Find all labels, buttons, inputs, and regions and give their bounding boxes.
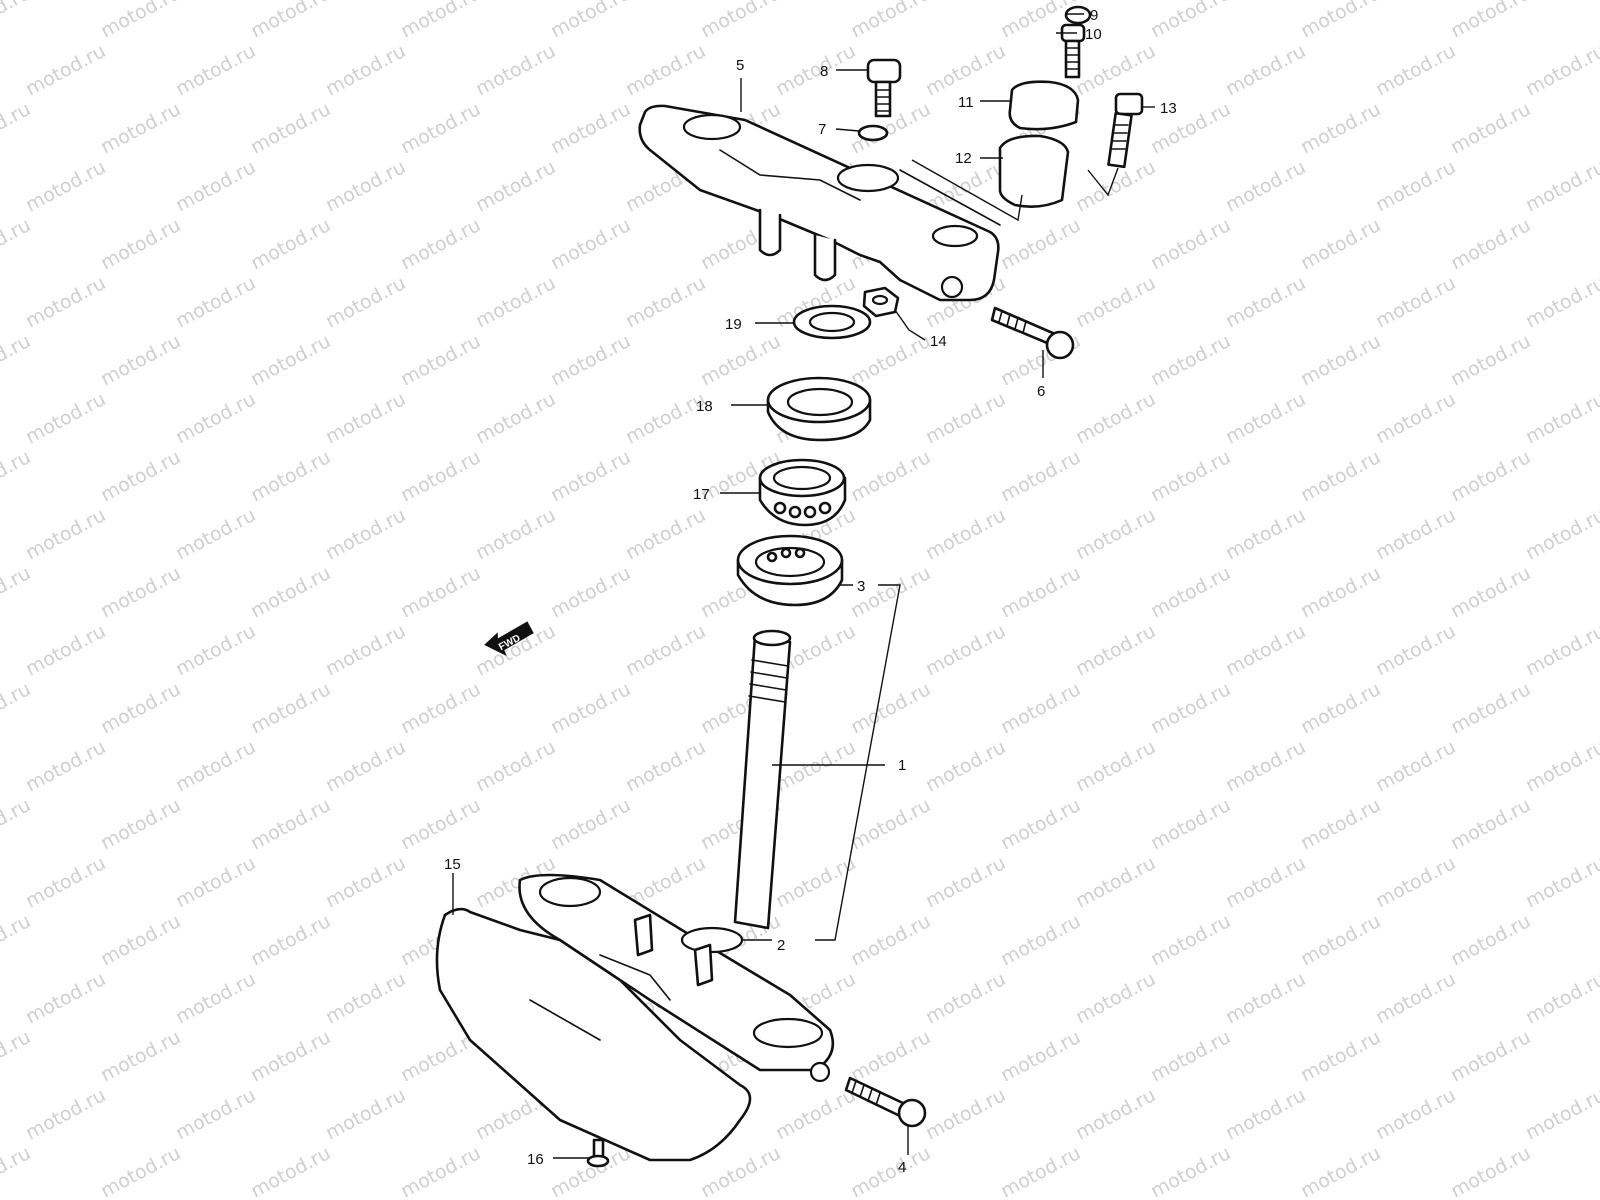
callout-12: 12 <box>955 150 972 167</box>
callout-16: 16 <box>527 1151 544 1168</box>
upper-bearing-17[interactable] <box>758 458 847 527</box>
handlebar-holder-lower-12[interactable] <box>998 134 1070 208</box>
ring-nut-19[interactable] <box>792 304 872 340</box>
dust-seal-18[interactable] <box>766 376 872 442</box>
upper-bracket[interactable] <box>638 104 1001 302</box>
bolt-8[interactable] <box>866 58 902 118</box>
screw-16[interactable] <box>586 1138 610 1168</box>
callout-3: 3 <box>857 578 865 595</box>
callout-4: 4 <box>898 1159 906 1176</box>
callout-6: 6 <box>1037 383 1045 400</box>
callout-17: 17 <box>693 486 710 503</box>
bolt-4[interactable] <box>844 1076 927 1128</box>
callout-7: 7 <box>818 121 826 138</box>
callout-8: 8 <box>820 63 828 80</box>
leader-lines <box>452 13 1155 1159</box>
lower-bearing-3[interactable] <box>736 534 844 607</box>
nut-14[interactable] <box>862 286 900 318</box>
cap-9[interactable] <box>1064 5 1092 25</box>
callout-9: 9 <box>1090 7 1098 24</box>
callout-1: 1 <box>898 757 906 774</box>
callouts: 1 2 3 4 5 6 7 8 9 10 11 12 13 14 15 16 1… <box>444 7 1177 1176</box>
callout-15: 15 <box>444 856 461 873</box>
steering-stem-1[interactable] <box>733 629 792 930</box>
callout-14: 14 <box>930 333 947 350</box>
washer-7[interactable] <box>857 124 889 142</box>
callout-10: 10 <box>1085 26 1102 43</box>
callout-2: 2 <box>777 937 785 954</box>
callout-13: 13 <box>1160 100 1177 117</box>
fwd-label: FWD <box>497 633 522 653</box>
bolt-13[interactable] <box>1107 92 1144 169</box>
callout-18: 18 <box>696 398 713 415</box>
callout-19: 19 <box>725 316 742 333</box>
bolt-6[interactable] <box>990 306 1075 360</box>
lower-bracket-15[interactable] <box>435 873 835 1162</box>
callout-5: 5 <box>736 57 744 74</box>
handlebar-holder-upper-11[interactable] <box>1008 80 1080 131</box>
callout-11: 11 <box>958 94 974 111</box>
bolt-10[interactable] <box>1060 23 1086 79</box>
fwd-indicator: FWD <box>484 621 534 657</box>
mounting-line <box>911 159 1119 222</box>
